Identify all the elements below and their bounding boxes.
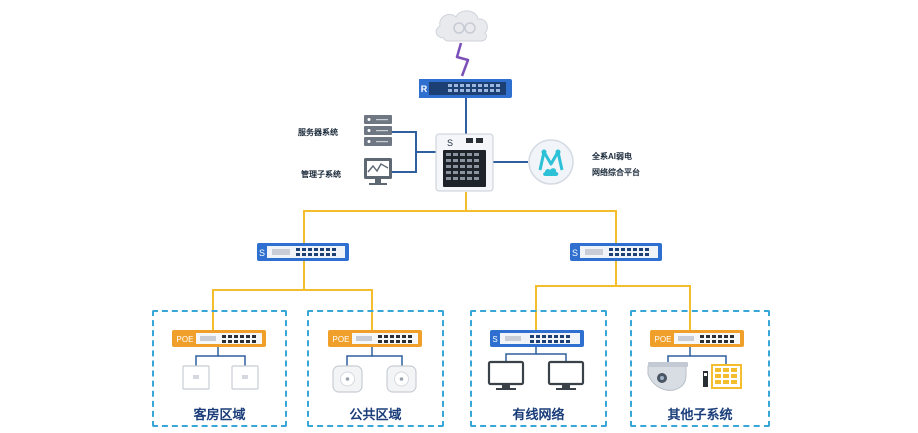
platform-label-line2: 网络综合平台 (592, 168, 640, 177)
zone-box-public-areas (307, 310, 444, 427)
management-subsystem-label: 管理子系统 (301, 170, 341, 179)
link-core-downlinks (212, 192, 691, 330)
poe-other-mark: POE (655, 335, 672, 344)
server-system-label: 服务器系统 (298, 128, 338, 137)
desktop-monitor-icon (487, 360, 525, 390)
security-camera-icon (647, 362, 688, 391)
lightning-icon (455, 42, 470, 77)
poe-guest-mark: POE (177, 335, 194, 344)
ceiling-ap-icon (386, 365, 417, 393)
aggregation-switch-left: S (257, 243, 349, 261)
link-access-endpoints (195, 347, 727, 366)
access-switch-wired: S (490, 330, 584, 347)
zone-box-guest-rooms (152, 310, 287, 427)
agg-switch-right-mark: S (572, 248, 578, 258)
zone-title-public-areas: 公共区域 (349, 407, 402, 422)
aggregation-switch-right: S (570, 243, 662, 261)
zone-title-guest-rooms: 客房区域 (193, 407, 246, 422)
wall-ap-icon (182, 365, 210, 390)
zone-title-wired-network: 有线网络 (512, 407, 565, 422)
agg-switch-left-mark: S (259, 248, 265, 258)
core-switch-device: S (435, 133, 494, 192)
platform-label-line1: 全系AI弱电 (592, 152, 632, 161)
access-control-panel-icon (703, 364, 742, 389)
router-device: R (419, 79, 512, 98)
poe-switch-public: POE (328, 330, 422, 347)
ceiling-ap-icon (332, 365, 363, 393)
zone-title-other-subsystems: 其他子系统 (667, 407, 733, 422)
poe-public-mark: POE (333, 335, 350, 344)
monitor-icon (364, 158, 392, 185)
access-switch-mark: S (492, 335, 497, 344)
link-servers-core (392, 131, 528, 173)
cloud-icon (435, 10, 488, 42)
zone-box-other-subsystems (630, 310, 770, 427)
poe-switch-other: POE (650, 330, 744, 347)
router-mark: R (421, 84, 428, 94)
server-rack-icon (364, 115, 392, 146)
platform-logo-icon (528, 139, 574, 185)
zone-box-wired-network (470, 310, 607, 427)
desktop-monitor-icon (547, 360, 585, 390)
wall-ap-icon (231, 365, 259, 390)
poe-switch-guest: POE (172, 330, 266, 347)
core-switch-mark: S (447, 138, 453, 148)
